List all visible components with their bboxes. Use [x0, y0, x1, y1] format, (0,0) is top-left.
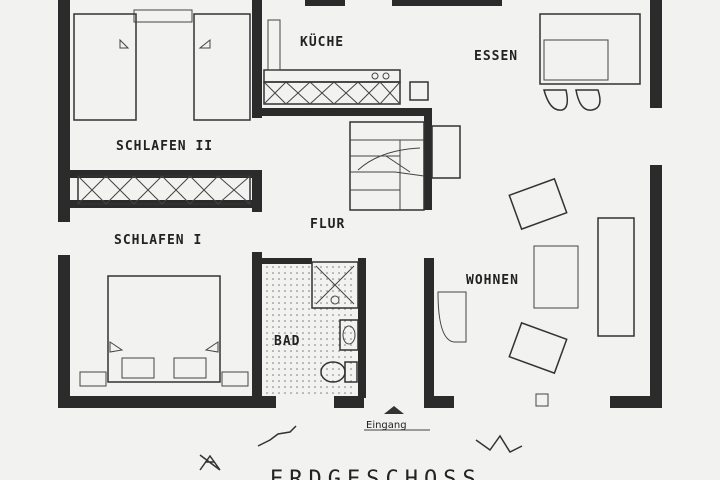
living-furniture	[437, 177, 635, 407]
staircase	[349, 121, 461, 211]
label-schlafen-ii: SCHLAFEN II	[116, 139, 213, 154]
label-bad: BAD	[274, 334, 300, 349]
label-kueche: KÜCHE	[300, 34, 344, 50]
label-entrance: Eingang	[366, 420, 407, 431]
kitchen-counter	[263, 19, 429, 105]
exterior-walls	[58, 0, 662, 408]
dining-set	[539, 13, 641, 111]
wardrobe	[77, 175, 251, 205]
bathroom	[266, 261, 359, 394]
label-flur: FLUR	[310, 217, 345, 232]
label-schlafen-i: SCHLAFEN I	[114, 233, 202, 248]
entrance-marker	[364, 406, 430, 431]
bed-schlafen-ii	[73, 9, 251, 121]
floor-title: ERDGESCHOSS	[270, 467, 482, 480]
plant-icons	[199, 425, 523, 471]
bed-schlafen-i	[79, 275, 249, 387]
label-wohnen: WOHNEN	[466, 273, 519, 288]
label-essen: ESSEN	[474, 49, 518, 64]
